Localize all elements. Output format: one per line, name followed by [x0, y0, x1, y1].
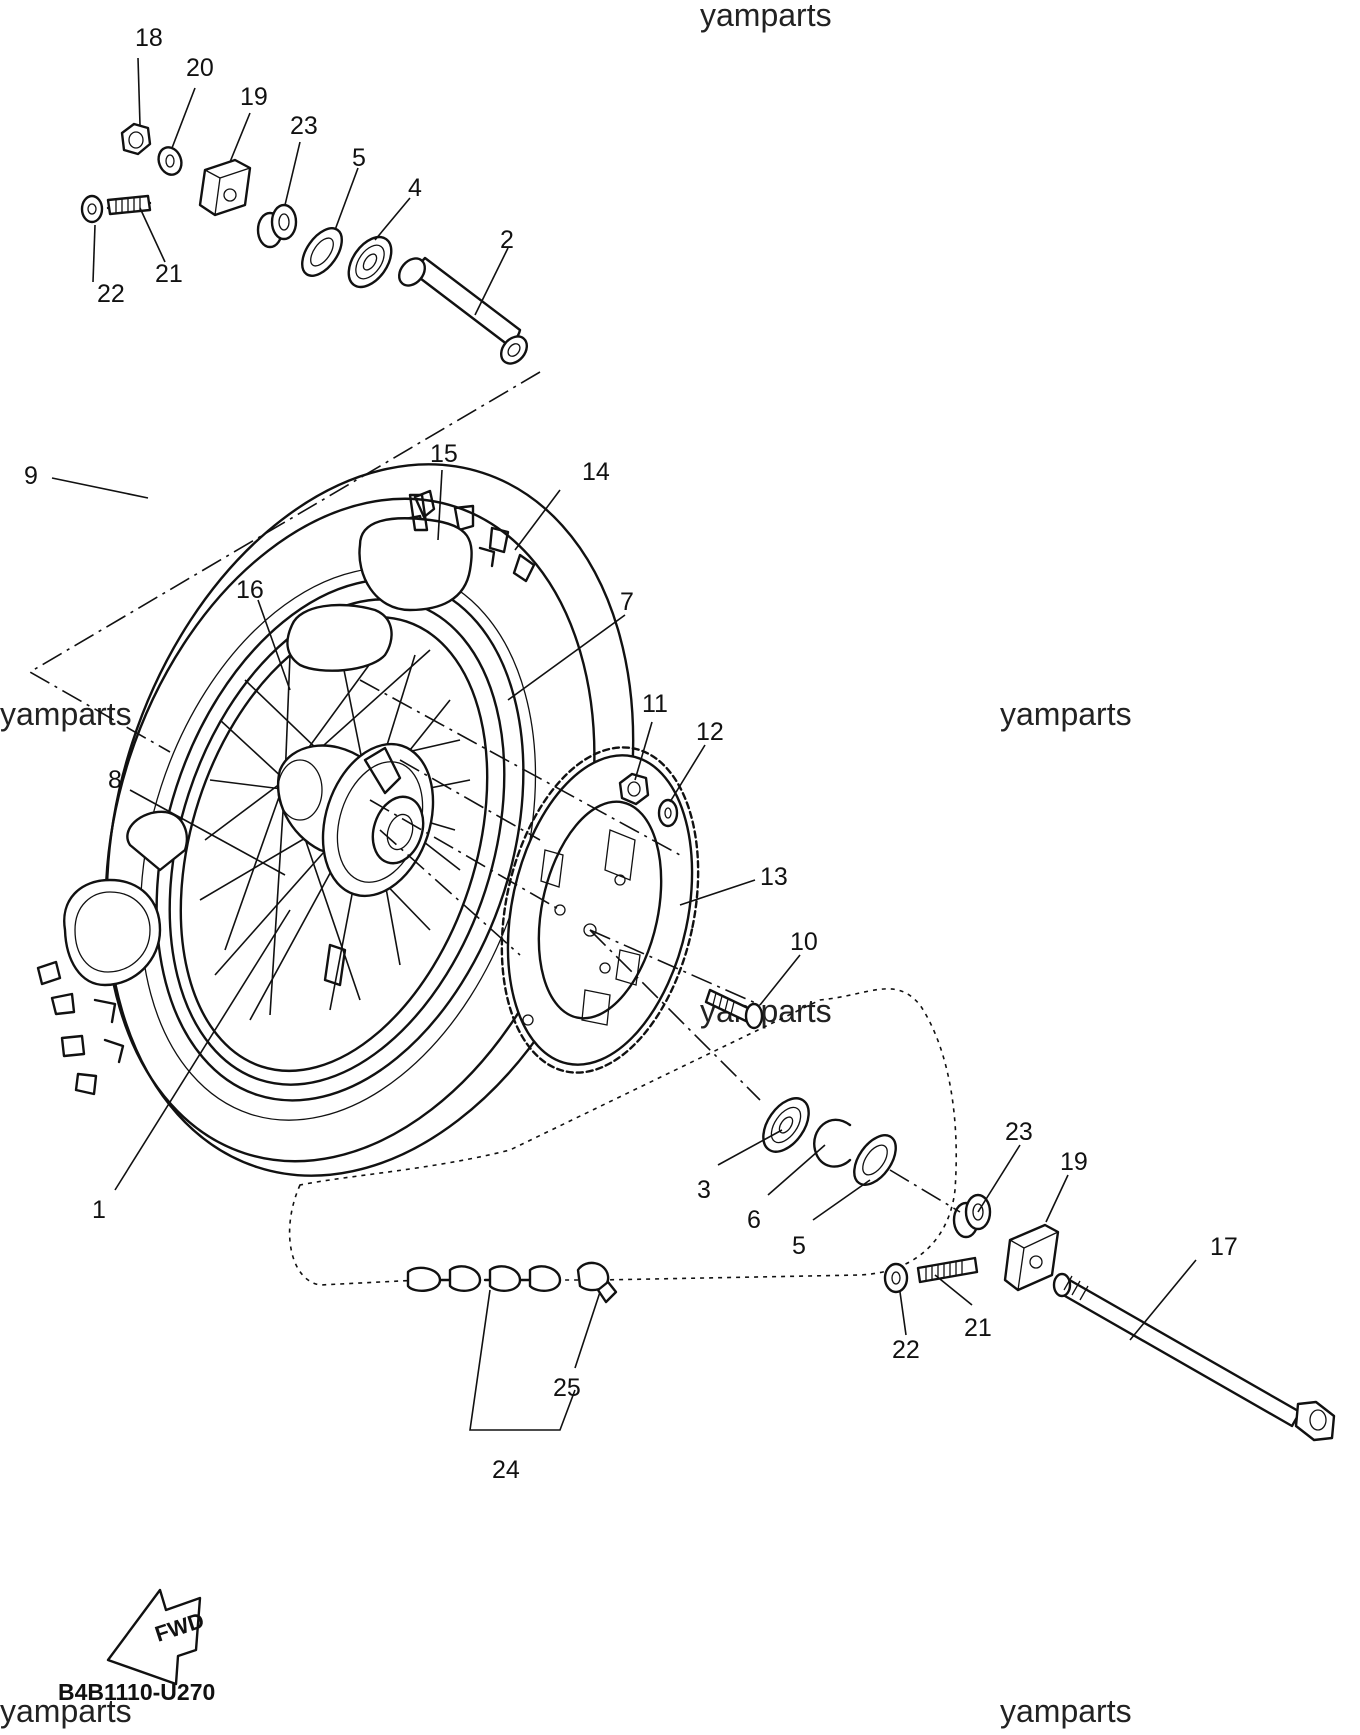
washer-22-top: [80, 194, 104, 224]
callout-22-bottom: 22: [892, 1336, 920, 1364]
callout-11: 11: [642, 690, 668, 718]
watermark-left: yamparts: [0, 696, 132, 732]
callout-15: 15: [430, 440, 458, 468]
watermark-bottom-left: yamparts: [0, 1693, 132, 1729]
hub-8: [276, 742, 435, 987]
valve-9: [63, 810, 188, 987]
sprocket-13: [500, 746, 700, 1074]
circlip-6: [813, 1118, 852, 1168]
callout-21-bottom: 21: [964, 1314, 992, 1342]
callout-17: 17: [1210, 1233, 1238, 1261]
washer-12: [657, 798, 679, 828]
tube-16: [286, 603, 393, 672]
callout-3: 3: [697, 1176, 711, 1204]
bolt-10: [704, 988, 764, 1030]
watermark-bottom-right: yamparts: [1000, 1693, 1132, 1729]
callout-9: 9: [24, 462, 38, 490]
callout-12: 12: [696, 718, 724, 746]
washer-22-bottom: [883, 1262, 909, 1294]
assembly-lines: [28, 371, 961, 1213]
callout-19-bottom: 19: [1060, 1148, 1088, 1176]
callout-14: 14: [582, 458, 610, 486]
forward-arrow-icon: FWD: [106, 1588, 207, 1686]
callout-19-top: 19: [240, 83, 268, 111]
watermark-top: yamparts: [700, 0, 832, 33]
washer-20: [157, 146, 183, 176]
callout-2: 2: [500, 226, 514, 254]
callout-5-top: 5: [352, 144, 366, 172]
oil-seal-5-bottom: [853, 1134, 897, 1186]
bearing-4: [347, 235, 393, 289]
callout-20: 20: [186, 54, 214, 82]
callout-22-top: 22: [97, 280, 125, 308]
callout-16: 16: [236, 576, 264, 604]
callout-5-bottom: 5: [792, 1232, 806, 1260]
callout-4: 4: [408, 174, 422, 202]
diagram-code: B4B1110-U270: [58, 1679, 215, 1705]
callout-6: 6: [747, 1206, 761, 1234]
callout-23-bottom: 23: [1005, 1118, 1033, 1146]
nut-11: [618, 772, 650, 806]
axle-17: [1052, 1272, 1336, 1442]
nut-18: [120, 122, 152, 156]
callout-numbers: 18 20 19 23 5 4 2 22 21 15 14 16 7 11 12…: [24, 24, 1238, 1484]
adjuster-plate-19-top: [198, 158, 252, 217]
leader-lines: [51, 57, 1197, 1431]
callout-21-top: 21: [155, 260, 183, 288]
collar-23-top: [256, 203, 298, 249]
callout-13: 13: [760, 863, 788, 891]
chain-24: [288, 988, 958, 1292]
callout-25: 25: [553, 1374, 581, 1402]
callout-8: 8: [108, 766, 122, 794]
chain-joint-25: [576, 1261, 618, 1304]
callout-7: 7: [620, 588, 634, 616]
oil-seal-5-top: [301, 227, 343, 277]
callout-18: 18: [135, 24, 163, 52]
callout-10: 10: [790, 928, 818, 956]
spacer-2: [397, 256, 529, 365]
adjust-bolt-21-bottom: [916, 1256, 979, 1284]
adjuster-plate-19-bottom: [1003, 1223, 1060, 1292]
callout-1: 1: [92, 1196, 106, 1224]
callout-23-top: 23: [290, 112, 318, 140]
callout-24: 24: [492, 1456, 520, 1484]
adjust-bolt-21-top: [106, 194, 152, 216]
bearing-3: [762, 1097, 810, 1153]
rim-band-15: [358, 493, 473, 612]
watermark-right: yamparts: [1000, 696, 1132, 732]
